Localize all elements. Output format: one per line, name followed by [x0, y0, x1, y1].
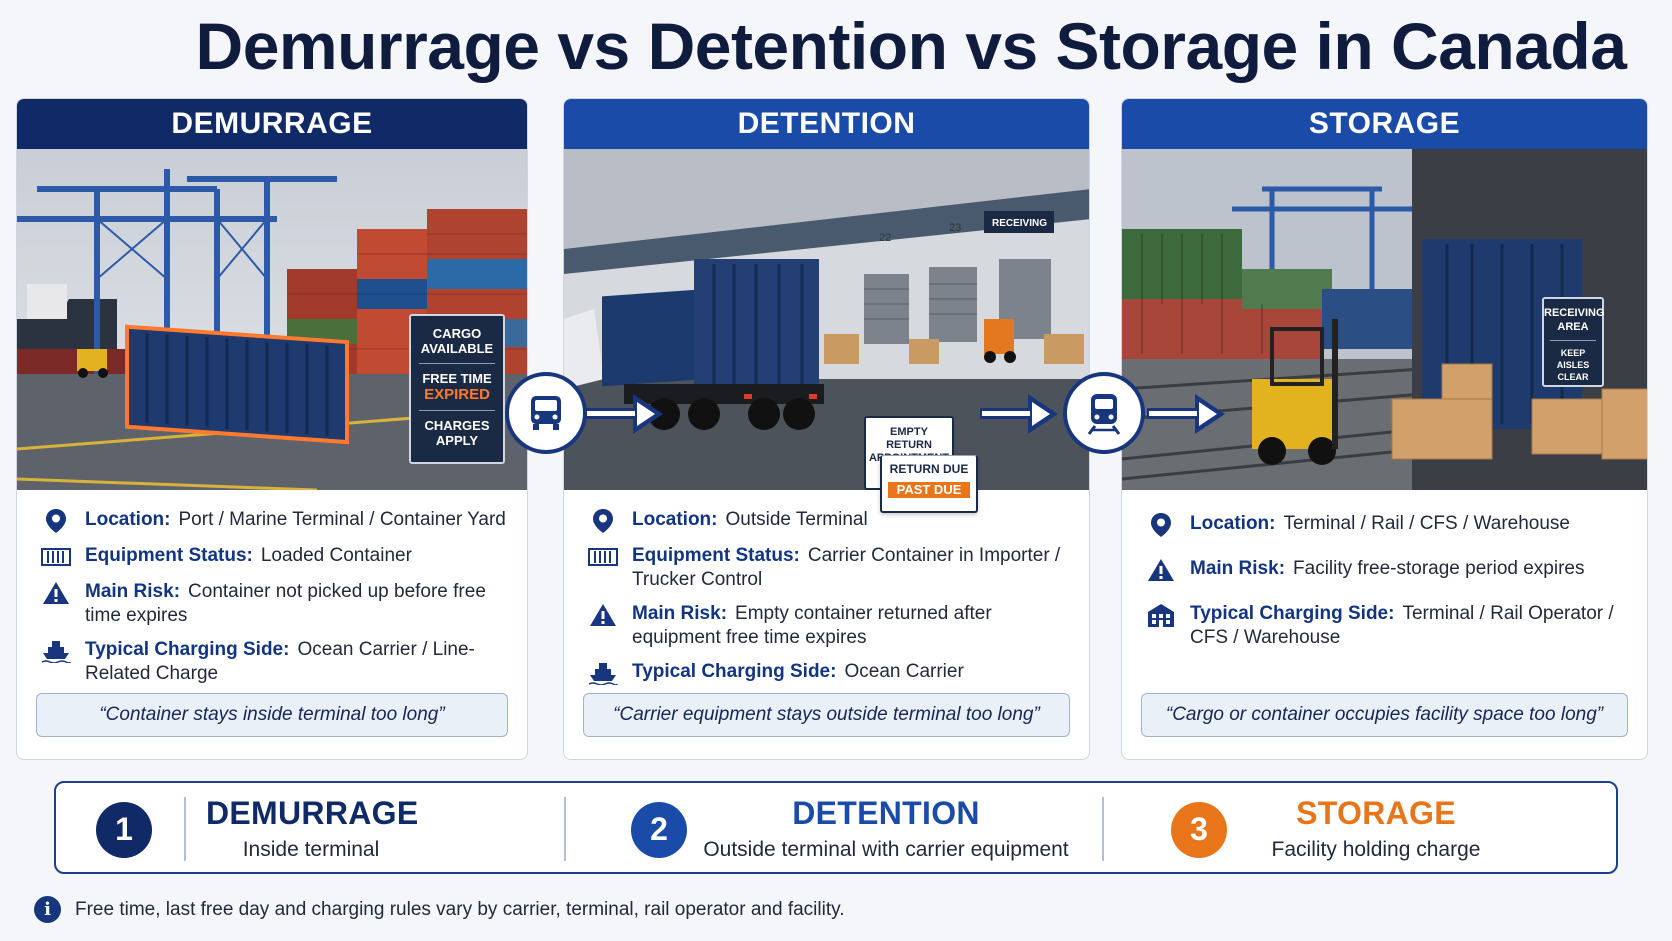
summary-text: STORAGE Facility holding charge [1251, 795, 1501, 862]
warning-icon [37, 580, 75, 606]
detail-row-risk: Main Risk:Facility free-storage period e… [1142, 557, 1627, 583]
free-time-expired-sign: CARGO AVAILABLE FREE TIME EXPIRED CHARGE… [409, 314, 505, 464]
sign-line: CLEAR [1557, 372, 1589, 382]
receiving-area-sign: RECEIVING AREA KEEP AISLES CLEAR [1542, 297, 1605, 387]
info-icon: i [34, 896, 61, 923]
summary-bar: 1 DEMURRAGE Inside terminal 2 DETENTION … [54, 781, 1618, 874]
ship-icon [584, 660, 622, 686]
container-icon [37, 544, 75, 570]
dock-number: 23 [949, 222, 961, 234]
divider [564, 797, 566, 861]
sign-line: FREE TIME [422, 371, 492, 386]
sign-line: KEEP AISLES [1556, 348, 1590, 370]
container-icon [584, 544, 622, 570]
rail-warehouse-image: RECEIVING AREA KEEP AISLES CLEAR [1122, 149, 1647, 490]
sign-line: RETURN DUE [889, 462, 969, 476]
divider [184, 797, 186, 861]
card-header: DETENTION [564, 99, 1089, 149]
sign-line: EXPIRED [424, 386, 490, 403]
summary-title: DEMURRAGE [206, 795, 419, 831]
page-title: Demurrage vs Detention vs Storage in Can… [195, 9, 1627, 83]
card-header: STORAGE [1122, 99, 1647, 149]
detail-row-risk: Main Risk:Container not picked up before… [37, 580, 507, 628]
location-pin-icon [584, 508, 622, 534]
arrow-right-icon [980, 394, 1058, 434]
train-connector [1063, 372, 1145, 454]
step-number-badge: 2 [631, 801, 687, 858]
divider [1102, 797, 1104, 861]
sign-line: AVAILABLE [420, 341, 494, 356]
warning-icon [1142, 557, 1180, 583]
summary-item-demurrage: 1 [96, 783, 152, 876]
sign-line: CARGO [432, 326, 482, 341]
summary-item-storage: 3 [1171, 783, 1227, 876]
port-terminal-image: CARGO AVAILABLE FREE TIME EXPIRED CHARGE… [17, 149, 527, 490]
summary-item-detention: 2 [631, 783, 687, 876]
detail-row-equipment: Equipment Status:Loaded Container [37, 544, 507, 570]
card-header: DEMURRAGE [17, 99, 527, 149]
card-details: Location:Outside Terminal Equipment Stat… [564, 490, 1089, 686]
card-storage: STORAGE [1121, 98, 1648, 760]
detail-row-charging: Typical Charging Side:Ocean Carrier [584, 660, 1069, 686]
sign-line: CHARGES [424, 418, 490, 433]
step-number-badge: 3 [1171, 801, 1227, 858]
train-icon [1087, 394, 1121, 435]
summary-title: STORAGE [1296, 795, 1456, 831]
arrow-right-icon [585, 394, 663, 434]
summary-subtitle: Inside terminal [242, 838, 380, 861]
detail-row-risk: Main Risk:Empty container returned after… [584, 602, 1069, 650]
summary-subtitle: Facility holding charge [1271, 838, 1481, 861]
location-pin-icon [37, 508, 75, 534]
summary-title: DETENTION [792, 795, 980, 831]
sign-line: EMPTY RETURN [886, 426, 932, 451]
receiving-sign: RECEIVING [992, 218, 1047, 229]
arrow-right-icon [1147, 394, 1225, 434]
summary-text: DEMURRAGE Inside terminal [206, 795, 419, 862]
dock-number: 22 [879, 232, 891, 244]
card-details: Location:Port / Marine Terminal / Contai… [17, 490, 527, 686]
truck-connector [505, 372, 587, 454]
summary-quote: “Cargo or container occupies facility sp… [1141, 693, 1628, 737]
ship-icon [37, 638, 75, 664]
footnote: i Free time, last free day and charging … [34, 896, 844, 923]
detail-row-location: Location:Terminal / Rail / CFS / Warehou… [1142, 512, 1627, 538]
summary-quote: “Container stays inside terminal too lon… [36, 693, 508, 737]
detail-row-location: Location:Port / Marine Terminal / Contai… [37, 508, 507, 534]
summary-subtitle: Outside terminal with carrier equipment [703, 838, 1069, 861]
location-pin-icon [1142, 512, 1180, 538]
summary-quote: “Carrier equipment stays outside termina… [583, 693, 1070, 737]
warning-icon [584, 602, 622, 628]
detail-row-location: Location:Outside Terminal [584, 508, 1069, 534]
card-demurrage: DEMURRAGE [16, 98, 528, 760]
detail-row-charging: Typical Charging Side:Terminal / Rail Op… [1142, 602, 1627, 650]
summary-text: DETENTION Outside terminal with carrier … [701, 795, 1071, 862]
sign-line: AREA [1557, 321, 1589, 333]
card-details: Location:Terminal / Rail / CFS / Warehou… [1122, 490, 1647, 650]
warehouse-icon [1142, 602, 1180, 628]
sign-line: PAST DUE [888, 482, 970, 498]
return-due-sign-lower: RETURN DUE PAST DUE [880, 455, 978, 513]
detail-row-charging: Typical Charging Side:Ocean Carrier / Li… [37, 638, 507, 686]
truck-icon [531, 396, 561, 430]
sign-line: RECEIVING [1544, 307, 1605, 319]
step-number-badge: 1 [96, 801, 152, 858]
detail-row-equipment: Equipment Status:Carrier Container in Im… [584, 544, 1069, 592]
sign-line: APPLY [435, 433, 479, 448]
truck-warehouse-image: 22 23 RECEIVING [564, 149, 1089, 490]
footnote-text: Free time, last free day and charging ru… [75, 898, 845, 920]
